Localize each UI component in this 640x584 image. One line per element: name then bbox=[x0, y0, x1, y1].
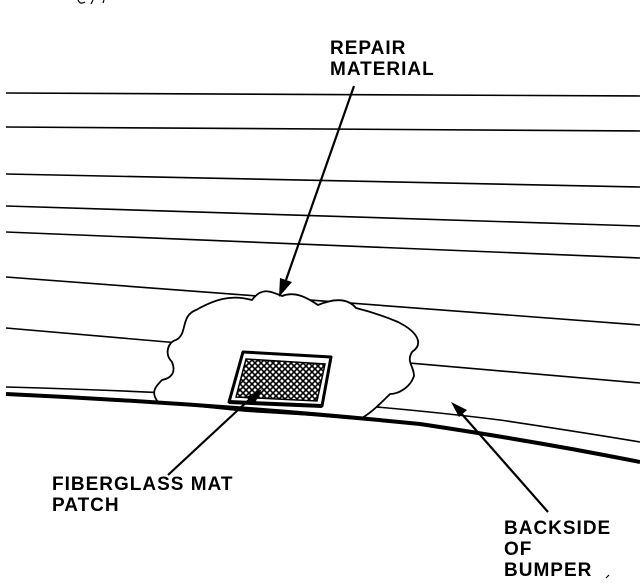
label-repair-material-line-1: REPAIR bbox=[330, 38, 407, 59]
fiberglass-mat-patch bbox=[227, 350, 333, 408]
contour-line bbox=[5, 276, 640, 326]
bumper-contour-lines bbox=[5, 92, 640, 443]
label-fiberglass-mat-patch: FIBERGLASS MAT PATCH bbox=[52, 474, 233, 516]
arrow-fiberglass-mat-patch bbox=[167, 389, 262, 476]
label-fiberglass-mat-patch-line-1: FIBERGLASS MAT bbox=[52, 474, 234, 495]
scan-mark bbox=[77, 0, 105, 5]
arrow-repair-material bbox=[279, 85, 356, 297]
arrow-backside-of-bumper bbox=[451, 402, 549, 513]
label-repair-material: REPAIR MATERIAL bbox=[330, 38, 435, 80]
contour-line bbox=[5, 205, 640, 227]
label-backside-of-bumper-line-3: BUMPER bbox=[504, 560, 593, 581]
contour-line bbox=[5, 126, 640, 132]
label-fiberglass-mat-patch-line-2: PATCH bbox=[52, 495, 120, 516]
scan-tick bbox=[605, 574, 610, 579]
contour-line bbox=[5, 231, 640, 259]
contour-line bbox=[5, 92, 640, 97]
label-backside-of-bumper: BACKSIDE OF BUMPER bbox=[504, 518, 611, 581]
label-backside-of-bumper-line-2: OF bbox=[504, 539, 533, 560]
contour-line bbox=[5, 386, 640, 443]
label-repair-material-line-2: MATERIAL bbox=[330, 59, 435, 80]
contour-line bbox=[5, 173, 640, 188]
label-backside-of-bumper-line-1: BACKSIDE bbox=[504, 518, 612, 539]
bumper-lower-edge bbox=[5, 392, 640, 464]
